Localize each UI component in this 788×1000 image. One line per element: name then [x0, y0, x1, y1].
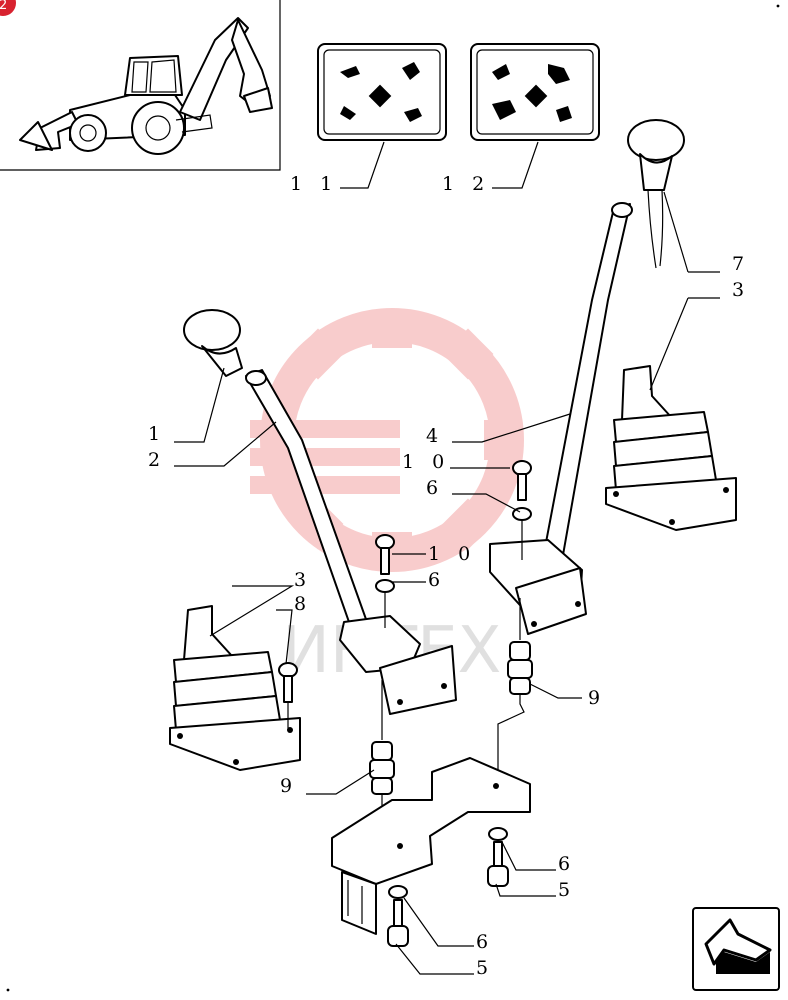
arrow-next-icon: [704, 918, 772, 974]
left-control-lever: [183, 309, 457, 715]
callout-3-left: 3: [294, 569, 312, 591]
svg-text:2: 2: [0, 0, 7, 13]
callout-5-left: 5: [476, 957, 494, 979]
backhoe-loader-illustration: [19, 17, 273, 155]
ball-joint-9-left: [369, 741, 395, 795]
corner-dot: [6, 988, 10, 992]
bolt-10-left: [375, 534, 395, 628]
screw-8: [278, 662, 298, 730]
callout-6-left: 6: [428, 569, 446, 591]
callout-labels: 1 1 1 2 7 3 4 1 0 6 1 2 1 0 6 3 8 9 9 6 …: [148, 173, 750, 979]
callout-7: 7: [732, 253, 750, 275]
callout-1: 1: [148, 423, 166, 445]
right-control-lever: [489, 119, 685, 635]
callout-9-right: 9: [588, 687, 606, 709]
callout-11: 1 1: [290, 173, 338, 195]
callout-6-right: 6: [426, 477, 444, 499]
decal-panel-12: [470, 43, 600, 141]
callout-6-lower-right: 6: [558, 853, 576, 875]
ball-joint-9-right: [507, 641, 533, 695]
washer-6-left: [388, 885, 408, 899]
page-badge: 2: [0, 0, 16, 16]
base-plate: [331, 757, 531, 935]
callout-6-lower-left: 6: [476, 931, 494, 953]
callout-8: 8: [294, 593, 312, 615]
bolt-5-left: [387, 899, 409, 947]
decal-panel-11: [317, 43, 447, 141]
thumbnail-frame: [0, 0, 281, 171]
callout-5-right: 5: [558, 879, 576, 901]
callout-4: 4: [426, 425, 444, 447]
callout-2: 2: [148, 449, 166, 471]
callout-10-right: 1 0: [402, 451, 450, 473]
callout-3-right: 3: [732, 279, 750, 301]
next-page-button[interactable]: [692, 907, 780, 991]
bolt-5-right: [487, 841, 509, 887]
right-rubber-boot: [605, 365, 737, 531]
leader-lines: [174, 141, 720, 975]
callout-9-left: 9: [280, 775, 298, 797]
corner-dot: [776, 4, 780, 8]
washer-6-right: [488, 827, 508, 841]
left-rubber-boot: [169, 605, 301, 771]
callout-12: 1 2: [442, 173, 490, 195]
callout-10-left: 1 0: [428, 543, 476, 565]
